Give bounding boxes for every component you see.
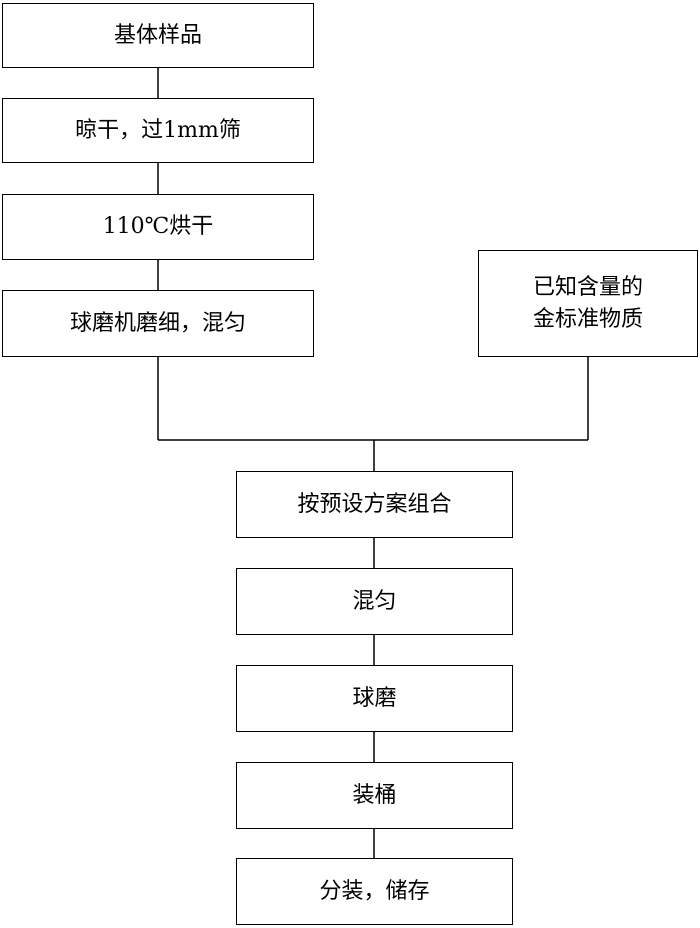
node-subpackage-store: 分装，储存 <box>236 858 513 925</box>
node-gold-standard: 已知含量的 金标准物质 <box>478 250 698 357</box>
node-ball-mill-mix: 球磨机磨细，混匀 <box>2 290 314 357</box>
node-substrate-sample: 基体样品 <box>2 3 314 68</box>
node-mix: 混匀 <box>236 568 513 635</box>
node-ball-grind: 球磨 <box>236 665 513 732</box>
node-oven-dry: 110℃烘干 <box>2 194 314 260</box>
node-combine-by-plan: 按预设方案组合 <box>236 471 513 538</box>
node-barrel-pack: 装桶 <box>236 762 513 829</box>
node-air-dry-sieve: 晾干，过1mm筛 <box>2 98 314 163</box>
